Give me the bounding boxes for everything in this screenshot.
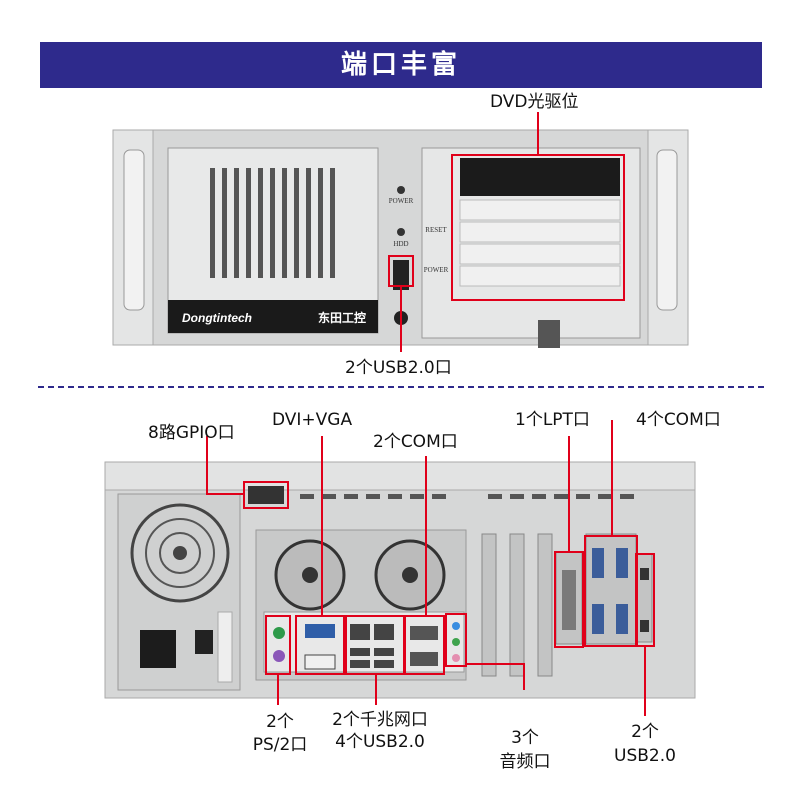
- power-led-label: POWER: [389, 197, 414, 205]
- usb4-label: 4个USB2.0: [335, 732, 425, 752]
- ps2-label-line2: PS/2口: [252, 735, 308, 755]
- com4-label: 4个COM口: [636, 410, 721, 430]
- audio-label-line1: 3个: [511, 728, 539, 748]
- com2-label: 2个COM口: [373, 432, 458, 452]
- rear-chassis: [104, 461, 696, 699]
- lan-label: 2个千兆网口: [332, 710, 428, 730]
- dvd-bay-label: DVD光驱位: [490, 92, 579, 112]
- brand-left: Dongtintech: [182, 311, 252, 325]
- hdd-led-label: HDD: [393, 240, 408, 248]
- front-usb-label: 2个USB2.0口: [345, 358, 452, 378]
- power-button-label: POWER: [424, 266, 449, 274]
- ps2-label-line1: 2个: [266, 712, 294, 732]
- front-chassis: [112, 129, 689, 348]
- rear-usb-label-line1: 2个: [631, 722, 659, 742]
- banner-title: 端口丰富: [40, 42, 762, 88]
- rear-usb-label-line2: USB2.0: [614, 746, 676, 766]
- front-callouts: [388, 112, 625, 352]
- lpt-label: 1个LPT口: [515, 410, 590, 430]
- rear-callouts: [206, 420, 655, 716]
- reset-label: RESET: [425, 226, 447, 234]
- brand-right: 东田工控: [318, 310, 366, 325]
- audio-label-line2: 音频口: [499, 752, 551, 772]
- gpio-label: 8路GPIO口: [148, 423, 235, 443]
- dvi-vga-label: DVI+VGA: [272, 410, 353, 430]
- section-divider: [38, 386, 764, 388]
